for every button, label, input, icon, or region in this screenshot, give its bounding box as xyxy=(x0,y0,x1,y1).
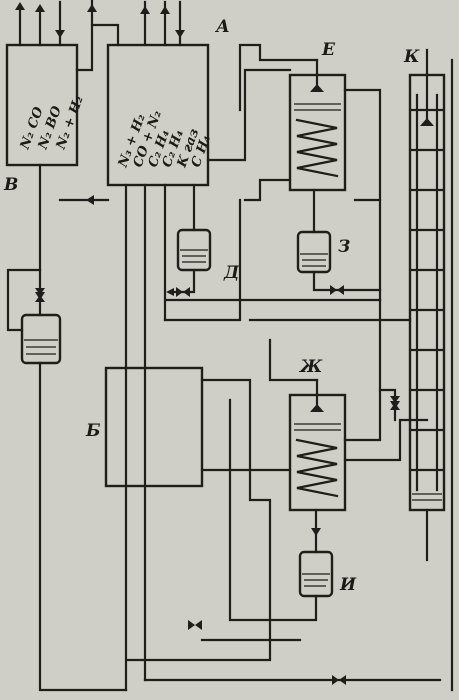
label-v: В xyxy=(3,175,18,195)
scrubber-zh: Ж xyxy=(200,338,429,512)
label-i: И xyxy=(339,575,357,595)
valve-b[interactable] xyxy=(188,620,202,630)
top-outlets xyxy=(15,0,185,72)
valve-v[interactable] xyxy=(35,288,45,302)
label-d: Д xyxy=(223,263,240,283)
separator-v xyxy=(6,163,128,692)
heat-exchanger-b: Б xyxy=(85,183,242,692)
separator-d: Д xyxy=(166,183,240,296)
valve-z[interactable] xyxy=(330,285,344,295)
valve-k[interactable] xyxy=(390,396,400,410)
separator-z: З xyxy=(296,188,382,292)
column-k: К xyxy=(403,47,454,692)
valve-bottom[interactable] xyxy=(332,675,346,685)
separator-i: И xyxy=(228,398,357,622)
label-zh: Ж xyxy=(298,357,323,377)
label-z: З xyxy=(338,237,350,257)
vessel-v: N₂ CO N₂ BO N₂ + H₂ В xyxy=(3,43,87,195)
interconnect-pipes xyxy=(58,68,442,682)
valves xyxy=(35,285,400,685)
valve-d[interactable] xyxy=(176,287,190,297)
vessel-a: N₃ + H₂ CO + N₂ C₂ H₄ C₂ H₄ K газ C H₄ А xyxy=(106,17,230,187)
label-b: Б xyxy=(85,421,101,441)
label-e: Е xyxy=(321,40,336,60)
label-k: К xyxy=(403,47,420,67)
scrubber-e: Е xyxy=(238,40,382,302)
label-a: А xyxy=(214,17,230,37)
